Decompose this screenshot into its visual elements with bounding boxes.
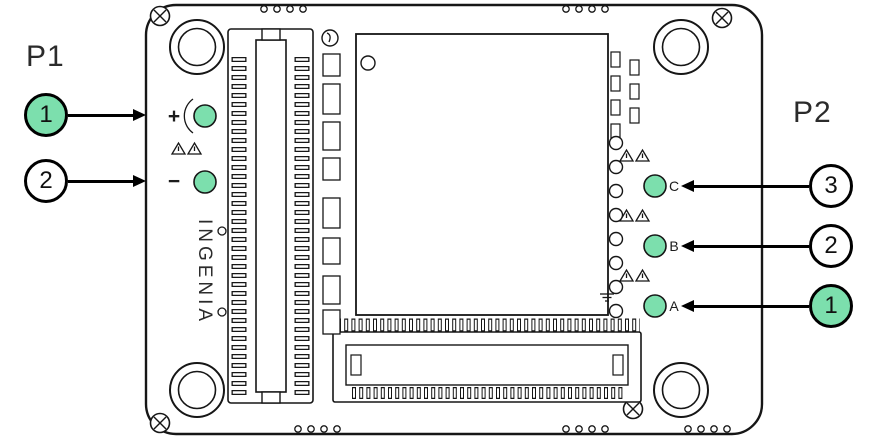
mounting-hole-top-right (653, 19, 709, 75)
pad-p2-a (643, 294, 667, 318)
via-left-lower (217, 307, 227, 317)
screw-icon-top-left (149, 5, 171, 27)
ground-symbol-icon (600, 293, 614, 302)
callout-p1-2: 2 (24, 159, 68, 203)
screw-icon-bottom-left (149, 412, 171, 434)
mounting-hole-bottom-left (169, 362, 225, 418)
brand-text: INGENIA (194, 219, 215, 325)
pad-letter-b: B (669, 238, 678, 254)
port-label-p2: P2 (793, 96, 832, 129)
fiducial-icon (321, 29, 339, 47)
callout-p2-1: 1 (809, 284, 853, 328)
mounting-hole-bottom-right (653, 362, 709, 418)
arrowhead-p1-2 (133, 175, 146, 187)
pin1-marker-icon (360, 55, 376, 71)
screw-icon-top-right (711, 7, 733, 29)
port-label-p1: P1 (26, 40, 65, 73)
arrow-p2-1 (694, 304, 809, 308)
pad-letter-c: C (669, 178, 679, 194)
passive-components-left (322, 53, 341, 335)
arrowhead-p1-1 (133, 109, 146, 121)
main-ic (355, 33, 609, 316)
via-column (608, 135, 624, 319)
left-connector (227, 28, 314, 404)
pad-letter-a: A (669, 298, 679, 314)
pad-sign-plus: + (168, 105, 180, 128)
bottom-connector (332, 318, 642, 403)
callout-p1-1: 1 (24, 93, 68, 137)
callout-p2-3: 3 (809, 164, 853, 208)
arrow-p2-3 (694, 184, 809, 188)
pad-sign-minus: − (168, 170, 180, 193)
pad-p1-plus (193, 104, 217, 128)
arrowhead-p2-3 (681, 180, 694, 192)
arrow-p2-2 (694, 244, 809, 248)
silkscreen-arc (183, 98, 194, 134)
pad-p2-b (643, 234, 667, 258)
arrow-p1-2 (68, 179, 134, 183)
via-left-upper (217, 226, 227, 236)
pad-p1-minus (193, 170, 217, 194)
mounting-hole-top-left (169, 19, 225, 75)
arrow-p1-1 (68, 113, 134, 117)
arrowhead-p2-1 (681, 300, 694, 312)
callout-p2-2: 2 (809, 224, 853, 268)
pad-p2-c (643, 174, 667, 198)
arrowhead-p2-2 (681, 240, 694, 252)
